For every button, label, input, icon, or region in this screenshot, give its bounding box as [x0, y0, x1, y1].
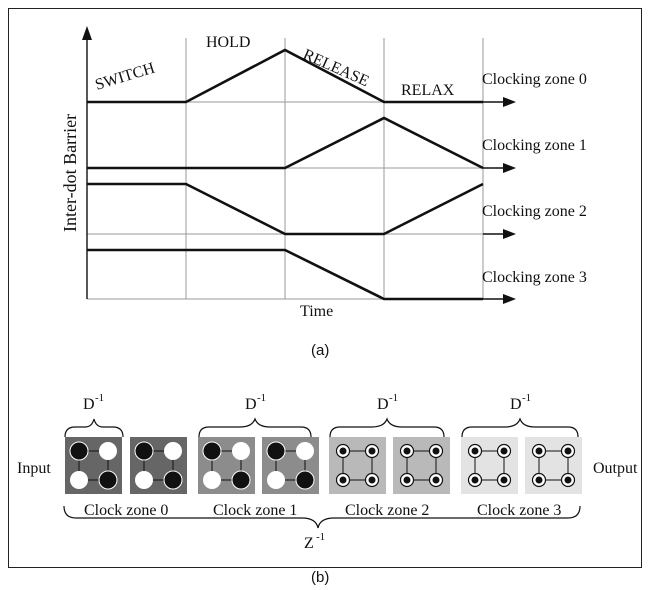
qca-dot-core [500, 476, 508, 484]
qca-dot-core [368, 476, 376, 484]
zone-signal-2 [87, 182, 484, 236]
qca-cell-frame-5 [406, 450, 437, 481]
qca-cell-frame-7 [538, 450, 569, 481]
qca-cell-4 [329, 437, 386, 494]
delay-label-0: D [83, 396, 95, 413]
delay-superscript-2: -1 [389, 392, 398, 404]
qca-cell-frame-6 [474, 450, 505, 481]
qca-dot-electron [231, 470, 251, 490]
qca-cell-frame-4 [342, 450, 373, 481]
qca-cell-frame-3 [275, 450, 306, 481]
qca-dot-core [368, 447, 376, 455]
clocking-timing-diagram: SWITCH HOLD RELEASE RELAX Clocking zone … [60, 26, 587, 359]
delay-label-2: D [377, 396, 389, 413]
delay-brace-1 [198, 417, 312, 438]
zone-label-3: Clocking zone 3 [482, 269, 587, 286]
qca-dot-core [564, 447, 572, 455]
zone-signal-3 [87, 248, 483, 301]
qca-dot-empty [267, 471, 285, 489]
qca-dot-core [432, 476, 440, 484]
delay-label-1: D [245, 396, 257, 413]
zone-arrow-icon-0 [503, 97, 516, 107]
qca-dot-core [471, 476, 479, 484]
qca-dot-core [535, 447, 543, 455]
qca-cell-frame-1 [143, 450, 174, 481]
qca-dot-core [535, 476, 543, 484]
qca-dot-electron [266, 441, 286, 461]
caption-a: (a) [311, 342, 329, 359]
qca-dot-electron [98, 470, 118, 490]
qca-cells [65, 437, 582, 494]
input-label: Input [17, 460, 51, 477]
qca-cell-7 [525, 437, 582, 494]
zone-signals [87, 48, 484, 301]
x-axis-label: Time [300, 303, 333, 320]
qca-cell-frame-2 [211, 450, 242, 481]
qca-dot-empty [296, 442, 314, 460]
qca-dot-empty [232, 442, 250, 460]
zone-signal-0 [87, 48, 483, 104]
phase-label-hold: HOLD [206, 34, 250, 51]
delay-brace-2 [329, 417, 445, 438]
delay-label-3: D [510, 396, 522, 413]
qca-dot-core [403, 447, 411, 455]
qca-dot-empty [70, 471, 88, 489]
delay-superscript-3: -1 [522, 392, 531, 404]
zone-arrow-icon-1 [503, 163, 516, 173]
qca-dot-electron [295, 470, 315, 490]
clock-zone-label-0: Clock zone 0 [84, 502, 168, 519]
qca-dot-electron [134, 441, 154, 461]
zone-arrow-icon-2 [503, 229, 516, 239]
output-label: Output [593, 460, 638, 477]
qca-cell-6 [461, 437, 518, 494]
phase-label-relax: RELAX [401, 82, 455, 99]
zone-label-0: Clocking zone 0 [482, 71, 587, 88]
qca-dot-core [564, 476, 572, 484]
qca-dot-core [339, 476, 347, 484]
zone-baselines [483, 97, 516, 304]
figure-frame [8, 8, 642, 568]
qca-dot-core [432, 447, 440, 455]
total-delay-superscript: -1 [316, 531, 325, 543]
qca-dot-core [339, 447, 347, 455]
qca-cell-5 [393, 437, 450, 494]
clock-zone-label-1: Clock zone 1 [213, 502, 297, 519]
caption-b: (b) [311, 569, 329, 586]
delay-brace-0 [64, 418, 124, 438]
total-delay-brace [63, 505, 581, 529]
delay-superscript-0: -1 [95, 392, 104, 404]
delay-superscript-1: -1 [257, 392, 266, 404]
qca-dot-core [471, 447, 479, 455]
qca-dot-core [500, 447, 508, 455]
qca-dot-core [403, 476, 411, 484]
qca-dot-empty [203, 471, 221, 489]
zone-label-1: Clocking zone 1 [482, 137, 587, 154]
qca-dot-electron [69, 441, 89, 461]
qca-dot-electron [163, 470, 183, 490]
qca-dot-empty [135, 471, 153, 489]
clock-zone-label-3: Clock zone 3 [477, 502, 561, 519]
qca-cell-frame-0 [78, 450, 109, 481]
qca-dot-empty [164, 442, 182, 460]
y-axis-arrow-icon [82, 26, 92, 40]
clock-zone-label-2: Clock zone 2 [345, 502, 429, 519]
y-axis-label: Inter-dot Barrier [60, 114, 80, 232]
qca-dot-electron [202, 441, 222, 461]
zone-arrow-icon-3 [503, 294, 516, 304]
delay-brace-3 [461, 417, 579, 438]
zone-signal-1 [87, 116, 484, 170]
total-delay-label: Z [304, 535, 314, 552]
qca-dot-empty [99, 442, 117, 460]
zone-label-2: Clocking zone 2 [482, 203, 587, 220]
